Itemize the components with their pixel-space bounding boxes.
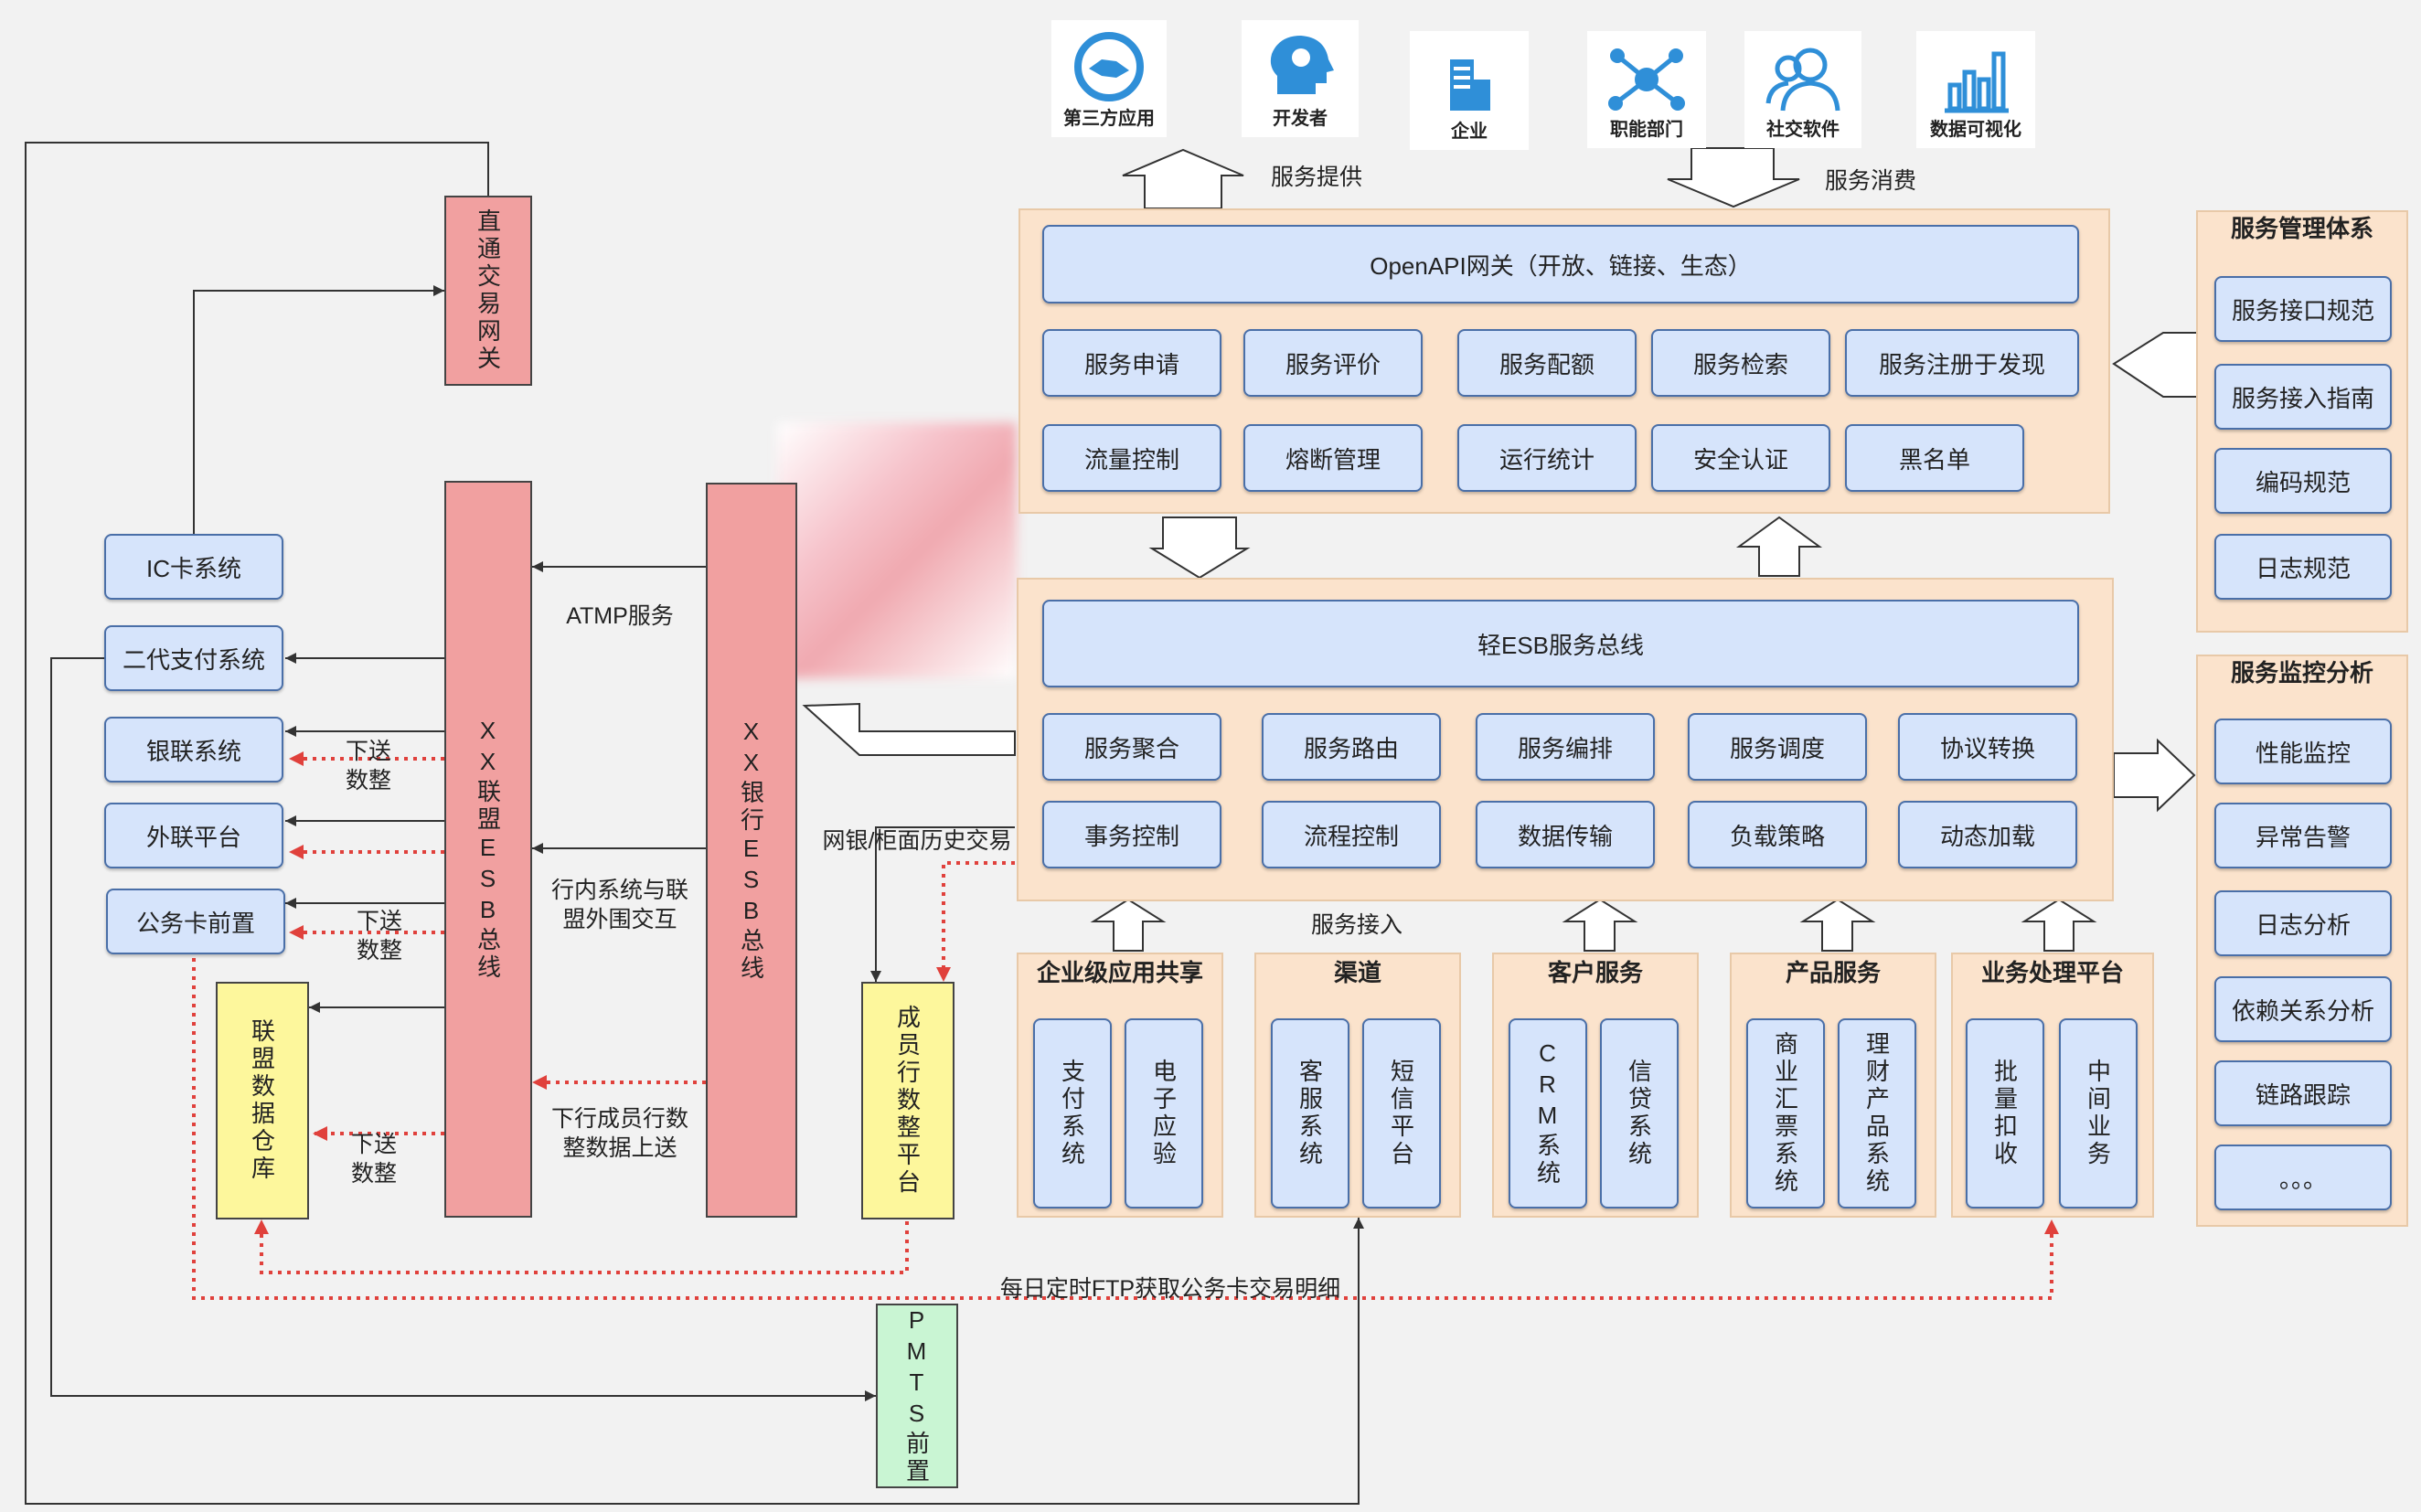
gateway-item-security[interactable]: 安全认证 bbox=[1651, 424, 1830, 492]
mgmt-item-interface[interactable]: 服务接口规范 bbox=[2214, 276, 2392, 342]
gateway-item-stats[interactable]: 运行统计 bbox=[1457, 424, 1637, 492]
access-item-e-verify[interactable]: 电子应验 bbox=[1125, 1018, 1203, 1209]
access-group-title: 客户服务 bbox=[1547, 959, 1643, 986]
access-item-credit[interactable]: 信贷系统 bbox=[1600, 1018, 1679, 1209]
access-group-title: 渠道 bbox=[1333, 959, 1381, 986]
esb-item-routing[interactable]: 服务路由 bbox=[1262, 713, 1441, 781]
down-label-1a: 下送 bbox=[345, 739, 391, 764]
management-title: 服务管理体系 bbox=[2230, 215, 2373, 242]
left-system-external[interactable]: 外联平台 bbox=[104, 803, 283, 868]
upload-label-1: 下行成员行数 bbox=[550, 1106, 688, 1132]
esb-item-protocol[interactable]: 协议转换 bbox=[1898, 713, 2077, 781]
icon-label: 社交软件 bbox=[1766, 120, 1840, 140]
upload-label-2: 整数据上送 bbox=[562, 1135, 677, 1161]
mgmt-item-coding[interactable]: 编码规范 bbox=[2214, 448, 2392, 514]
esb-item-data-transfer[interactable]: 数据传输 bbox=[1476, 801, 1655, 868]
icon-label: 数据可视化 bbox=[1930, 120, 2021, 140]
access-group-title: 产品服务 bbox=[1785, 959, 1881, 986]
gateway-item-search[interactable]: 服务检索 bbox=[1651, 329, 1830, 397]
monitor-item-dependency[interactable]: 依赖关系分析 bbox=[2214, 976, 2392, 1042]
monitor-item-more[interactable]: 。。。 bbox=[2214, 1145, 2392, 1210]
network-nodes-icon bbox=[1608, 48, 1685, 111]
icon-data-viz: 数据可视化 bbox=[1916, 31, 2035, 148]
handshake-icon bbox=[1074, 32, 1144, 101]
gateway-item-apply[interactable]: 服务申请 bbox=[1042, 329, 1221, 397]
left-system-official-card[interactable]: 公务卡前置 bbox=[106, 889, 285, 954]
monitoring-title: 服务监控分析 bbox=[2230, 659, 2373, 687]
access-item-wealth[interactable]: 理财产品系统 bbox=[1838, 1018, 1916, 1209]
gateway-item-blacklist[interactable]: 黑名单 bbox=[1845, 424, 2024, 492]
left-system-2nd-payment[interactable]: 二代支付系统 bbox=[104, 625, 283, 691]
esb-item-process[interactable]: 流程控制 bbox=[1262, 801, 1441, 868]
access-item-bill[interactable]: 商业汇票系统 bbox=[1746, 1018, 1825, 1209]
esb-item-transaction[interactable]: 事务控制 bbox=[1042, 801, 1221, 868]
access-item-batch[interactable]: 批量扣收 bbox=[1966, 1018, 2044, 1209]
direct-transaction-gateway[interactable]: 直通交易网关 bbox=[444, 196, 532, 386]
monitor-item-performance[interactable]: 性能监控 bbox=[2214, 719, 2392, 784]
gateway-item-evaluate[interactable]: 服务评价 bbox=[1243, 329, 1423, 397]
service-access-label: 服务接入 bbox=[1310, 912, 1402, 938]
union-esb-bus[interactable]: XX联盟ESB总线 bbox=[444, 481, 532, 1218]
ftp-label: 每日定时FTP获取公务卡交易明细 bbox=[999, 1276, 1341, 1302]
gateway-item-quota[interactable]: 服务配额 bbox=[1457, 329, 1637, 397]
pmts-front[interactable]: PMTS前置 bbox=[876, 1304, 958, 1488]
gateway-item-register[interactable]: 服务注册于发现 bbox=[1845, 329, 2079, 397]
icon-label: 第三方应用 bbox=[1063, 109, 1155, 129]
monitor-item-alert[interactable]: 异常告警 bbox=[2214, 803, 2392, 868]
mgmt-item-logging[interactable]: 日志规范 bbox=[2214, 534, 2392, 600]
history-label: 网银/柜面历史交易 bbox=[822, 828, 1012, 854]
developer-head-gear-icon bbox=[1270, 36, 1334, 94]
bar-chart-icon bbox=[1945, 51, 2009, 113]
icon-developer: 开发者 bbox=[1242, 20, 1359, 137]
inner-outer-label-1: 行内系统与联 bbox=[550, 878, 688, 903]
building-icon bbox=[1450, 59, 1490, 111]
esb-item-orchestration[interactable]: 服务编排 bbox=[1476, 713, 1655, 781]
down-label-3a: 下送 bbox=[350, 1132, 397, 1157]
esb-item-aggregate[interactable]: 服务聚合 bbox=[1042, 713, 1221, 781]
access-group-title: 业务处理平台 bbox=[1980, 959, 2124, 986]
access-item-customer-service[interactable]: 客服系统 bbox=[1271, 1018, 1349, 1209]
monitor-item-log-analysis[interactable]: 日志分析 bbox=[2214, 890, 2392, 956]
esb-item-scheduling[interactable]: 服务调度 bbox=[1688, 713, 1867, 781]
access-item-payment[interactable]: 支付系统 bbox=[1033, 1018, 1112, 1209]
people-icon bbox=[1765, 48, 1840, 112]
icon-label: 企业 bbox=[1451, 122, 1488, 142]
inner-outer-label-2: 盟外围交互 bbox=[562, 907, 677, 932]
gateway-item-circuit-breaker[interactable]: 熔断管理 bbox=[1243, 424, 1423, 492]
down-label-2b: 数整 bbox=[356, 938, 402, 964]
left-system-unionpay[interactable]: 银联系统 bbox=[104, 717, 283, 783]
access-group-title: 企业级应用共享 bbox=[1036, 959, 1203, 986]
service-provide-label: 服务提供 bbox=[1270, 165, 1362, 190]
icon-enterprise: 企业 bbox=[1410, 31, 1529, 150]
esb-item-load-balance[interactable]: 负载策略 bbox=[1688, 801, 1867, 868]
gateway-item-flow-control[interactable]: 流量控制 bbox=[1042, 424, 1221, 492]
icon-department: 职能部门 bbox=[1587, 31, 1706, 148]
icon-social: 社交软件 bbox=[1744, 31, 1861, 148]
blurred-region bbox=[777, 422, 1017, 678]
gateway-title[interactable]: OpenAPI网关（开放、链接、生态） bbox=[1042, 225, 2079, 303]
esb-item-dynamic-load[interactable]: 动态加载 bbox=[1898, 801, 2077, 868]
icon-label: 开发者 bbox=[1273, 109, 1328, 129]
down-label-2a: 下送 bbox=[356, 909, 402, 934]
union-data-warehouse[interactable]: 联盟数据仓库 bbox=[216, 982, 309, 1219]
left-system-ic-card[interactable]: IC卡系统 bbox=[104, 534, 283, 600]
mgmt-item-guide[interactable]: 服务接入指南 bbox=[2214, 364, 2392, 430]
bank-esb-bus[interactable]: XX银行ESB总线 bbox=[706, 483, 797, 1218]
icon-third-party: 第三方应用 bbox=[1051, 20, 1167, 137]
access-item-middle[interactable]: 中间业务 bbox=[2059, 1018, 2138, 1209]
down-label-1b: 数整 bbox=[345, 768, 391, 793]
service-consume-label: 服务消费 bbox=[1824, 168, 1916, 194]
monitor-item-tracing[interactable]: 链路跟踪 bbox=[2214, 1060, 2392, 1126]
member-data-platform[interactable]: 成员行数整平台 bbox=[861, 982, 955, 1219]
access-item-crm[interactable]: CRM系统 bbox=[1509, 1018, 1587, 1209]
atmp-label: ATMP服务 bbox=[566, 603, 674, 629]
icon-label: 职能部门 bbox=[1610, 120, 1683, 140]
down-label-3b: 数整 bbox=[350, 1161, 397, 1187]
esb-title[interactable]: 轻ESB服务总线 bbox=[1042, 600, 2079, 687]
access-item-sms[interactable]: 短信平台 bbox=[1362, 1018, 1441, 1209]
